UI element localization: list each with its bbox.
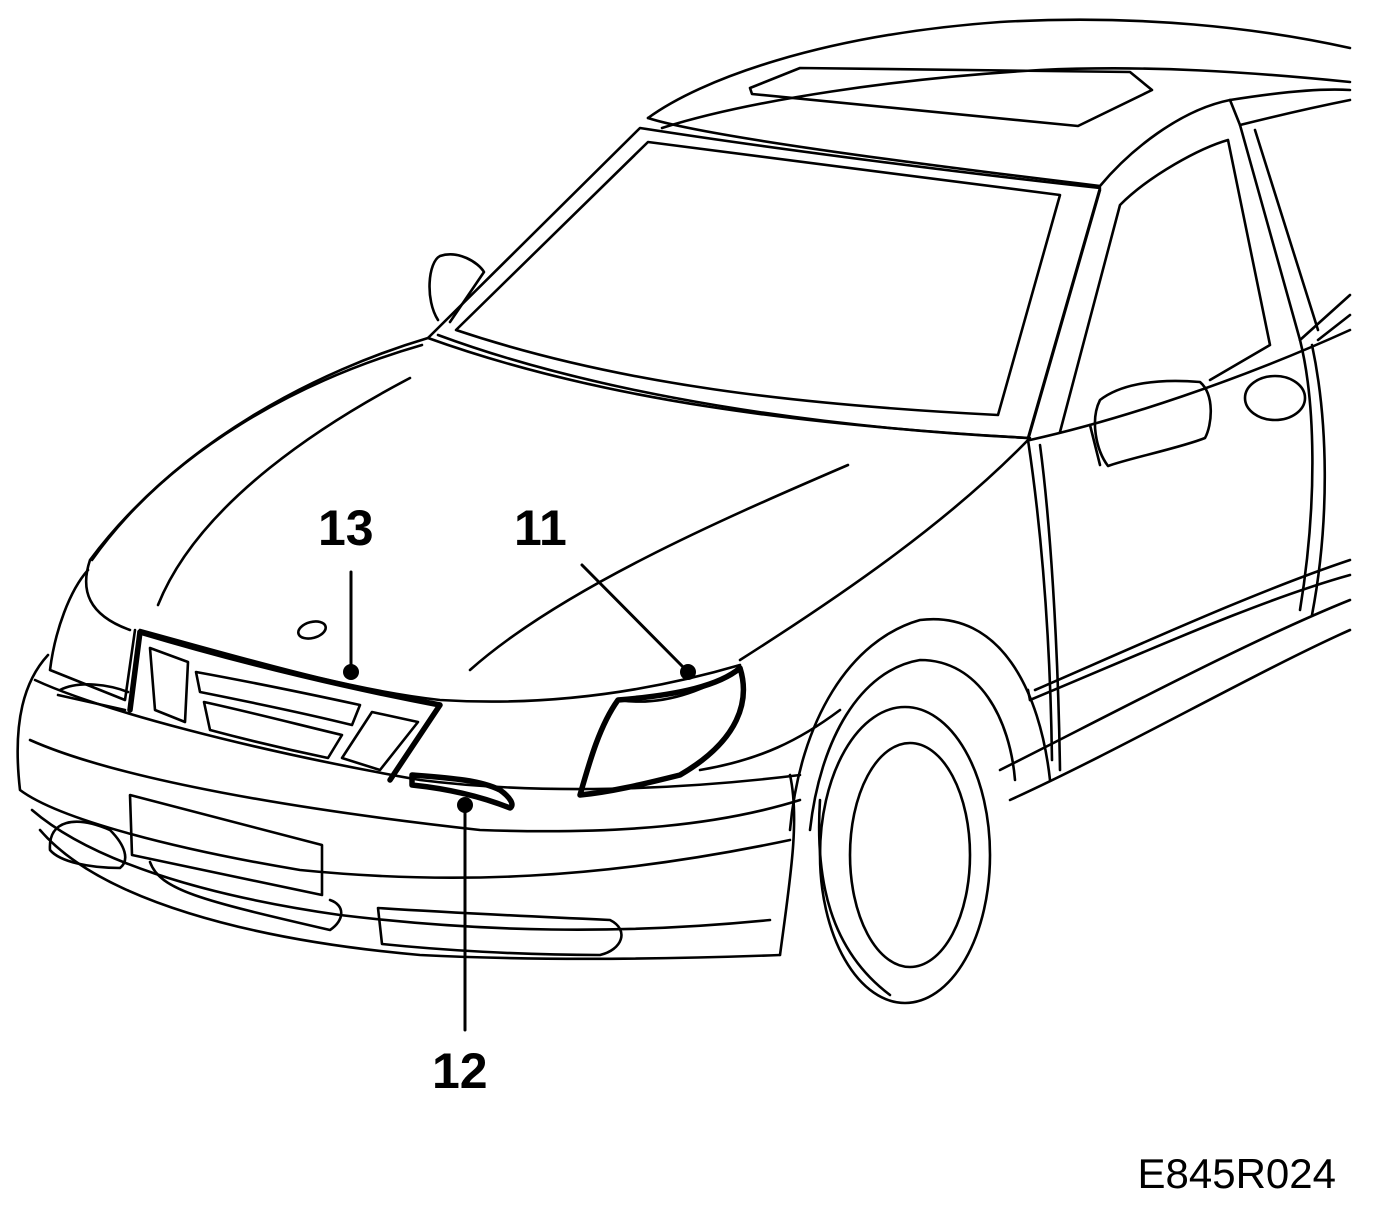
leader-11 [580, 563, 696, 680]
license-plate [128, 793, 324, 897]
right-headlamp [577, 665, 842, 798]
leader-12 [457, 797, 473, 1032]
right-mirror [1088, 379, 1213, 468]
front-bumper [16, 653, 802, 961]
leader-13 [343, 570, 359, 680]
left-mirror [428, 253, 486, 324]
callout-12-label: 12 [432, 1043, 488, 1099]
left-headlamp [48, 568, 137, 712]
callout-11-label: 11 [514, 500, 567, 556]
callout-13-label: 13 [318, 500, 374, 556]
sunroof [748, 66, 1154, 128]
side-body [998, 123, 1352, 802]
indicator-trim [409, 772, 515, 811]
front-wheel [788, 617, 1052, 1005]
figure-code: E845R024 [1137, 1150, 1337, 1197]
roof [646, 18, 1352, 188]
grille [127, 629, 443, 783]
